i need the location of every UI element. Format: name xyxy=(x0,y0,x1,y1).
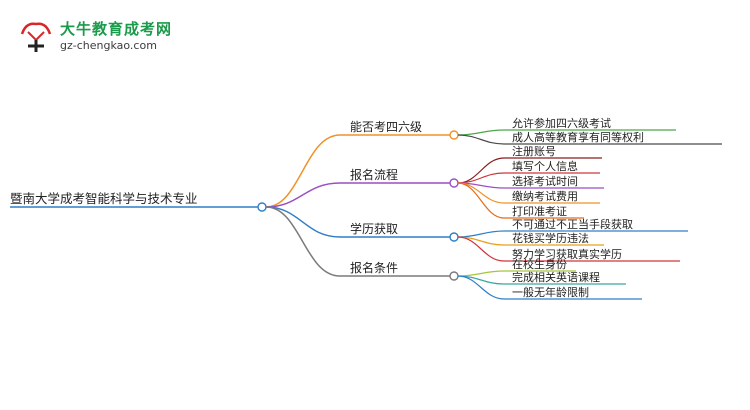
site-logo[interactable]: 大牛教育成考网 gz-chengkao.com xyxy=(16,16,176,56)
logo-title: 大牛教育成考网 xyxy=(60,20,173,38)
root-node-label: 暨南大学成考智能科学与技术专业 xyxy=(10,191,198,206)
leaf-label[interactable]: 成人高等教育享有同等权利 xyxy=(512,130,644,144)
branch-connector xyxy=(265,134,450,208)
leaf-label[interactable]: 花钱买学历违法 xyxy=(512,231,589,245)
leaf-label[interactable]: 注册账号 xyxy=(512,144,556,158)
branch-connector-node[interactable] xyxy=(449,232,459,242)
branch-connector-node[interactable] xyxy=(449,130,459,140)
bull-logo-icon xyxy=(20,22,52,52)
leaf-connector xyxy=(457,236,680,262)
leaf-label[interactable]: 一般无年龄限制 xyxy=(512,285,589,299)
leaf-label[interactable]: 允许参加四六级考试 xyxy=(512,116,611,130)
leaf-label[interactable]: 选择考试时间 xyxy=(512,174,578,188)
leaf-connector xyxy=(457,134,722,145)
branch-connector xyxy=(265,206,450,238)
branch-connector-node[interactable] xyxy=(449,178,459,188)
leaf-label[interactable]: 在校生身份 xyxy=(512,257,567,271)
leaf-label[interactable]: 不可通过不正当手段获取 xyxy=(512,217,633,231)
branch-connector-node[interactable] xyxy=(449,271,459,281)
leaf-connector xyxy=(457,182,584,219)
branch-label[interactable]: 报名流程 xyxy=(350,167,398,182)
branch-connector xyxy=(265,206,450,277)
logo-url: gz-chengkao.com xyxy=(60,39,157,52)
leaf-connector xyxy=(457,275,642,300)
branch-label[interactable]: 报名条件 xyxy=(350,260,398,275)
leaf-label[interactable]: 完成相关英语课程 xyxy=(512,270,600,284)
root-connector[interactable] xyxy=(257,202,267,212)
branch-label[interactable]: 能否考四六级 xyxy=(350,120,422,134)
leaf-label[interactable]: 填写个人信息 xyxy=(512,159,578,173)
branch-label[interactable]: 学历获取 xyxy=(350,221,398,236)
leaf-label[interactable]: 缴纳考试费用 xyxy=(512,189,578,203)
leaf-label[interactable]: 努力学习获取真实学历 xyxy=(512,247,622,261)
branch-connector xyxy=(265,182,450,208)
leaf-label[interactable]: 打印准考证 xyxy=(512,204,567,218)
